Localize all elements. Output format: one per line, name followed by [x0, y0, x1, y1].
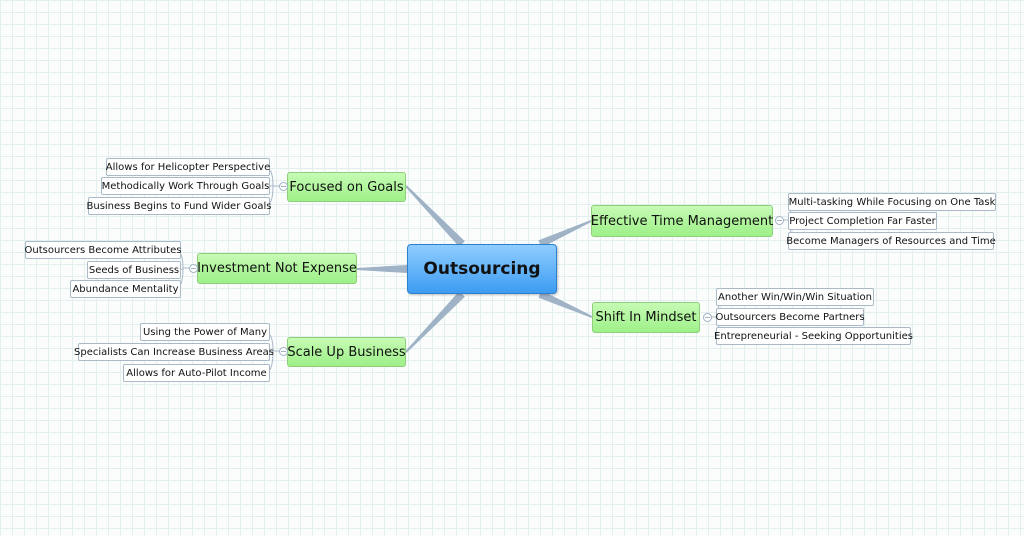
subtopic-auto-pilot-income[interactable]: Allows for Auto-Pilot Income [123, 364, 270, 382]
subtopic-entrepreneurial[interactable]: Entrepreneurial - Seeking Opportunities [714, 327, 913, 345]
subtopic-methodically-work[interactable]: Methodically Work Through Goals [101, 177, 270, 195]
collapse-toggle-scale-up[interactable] [279, 347, 288, 356]
link-focused-on-goals [405, 185, 465, 247]
topic-focused-on-goals[interactable]: Focused on Goals [287, 172, 406, 202]
subtopic-helicopter-perspective[interactable]: Allows for Helicopter Perspective [106, 158, 270, 176]
link-scale-up-business [405, 291, 465, 353]
subtopic-outsourcers-partners[interactable]: Outsourcers Become Partners [715, 308, 865, 326]
collapse-toggle-time-management[interactable] [775, 216, 784, 225]
topic-scale-up-business[interactable]: Scale Up Business [287, 337, 406, 367]
subtopic-win-win-win[interactable]: Another Win/Win/Win Situation [716, 288, 874, 306]
central-topic[interactable]: Outsourcing [407, 244, 557, 294]
subtopic-power-of-many[interactable]: Using the Power of Many [140, 323, 270, 341]
subtopic-fund-wider-goals[interactable]: Business Begins to Fund Wider Goals [87, 197, 272, 215]
collapse-toggle-shift-in-mindset[interactable] [703, 313, 712, 322]
topic-shift-in-mindset[interactable]: Shift In Mindset [592, 302, 700, 333]
subtopic-seeds-of-business[interactable]: Seeds of Business [87, 261, 181, 279]
subtopic-managers-of-resources[interactable]: Become Managers of Resources and Time [786, 232, 996, 250]
collapse-toggle-investment[interactable] [189, 264, 198, 273]
topic-investment-not-expense[interactable]: Investment Not Expense [197, 253, 357, 284]
subtopic-abundance-mentality[interactable]: Abundance Mentality [70, 280, 181, 298]
subtopic-outsourcers-attributes[interactable]: Outsourcers Become Attributes [25, 241, 181, 259]
collapse-toggle-focused-on-goals[interactable] [279, 182, 288, 191]
topic-effective-time-management[interactable]: Effective Time Management [591, 205, 773, 237]
subtopic-specialists[interactable]: Specialists Can Increase Business Areas [74, 343, 274, 361]
subtopic-project-completion[interactable]: Project Completion Far Faster [788, 212, 937, 230]
link-effective-time-management [538, 220, 592, 248]
subtopic-multi-tasking[interactable]: Multi-tasking While Focusing on One Task [788, 193, 996, 211]
link-shift-in-mindset [538, 290, 593, 318]
link-investment-not-expense [357, 265, 407, 273]
